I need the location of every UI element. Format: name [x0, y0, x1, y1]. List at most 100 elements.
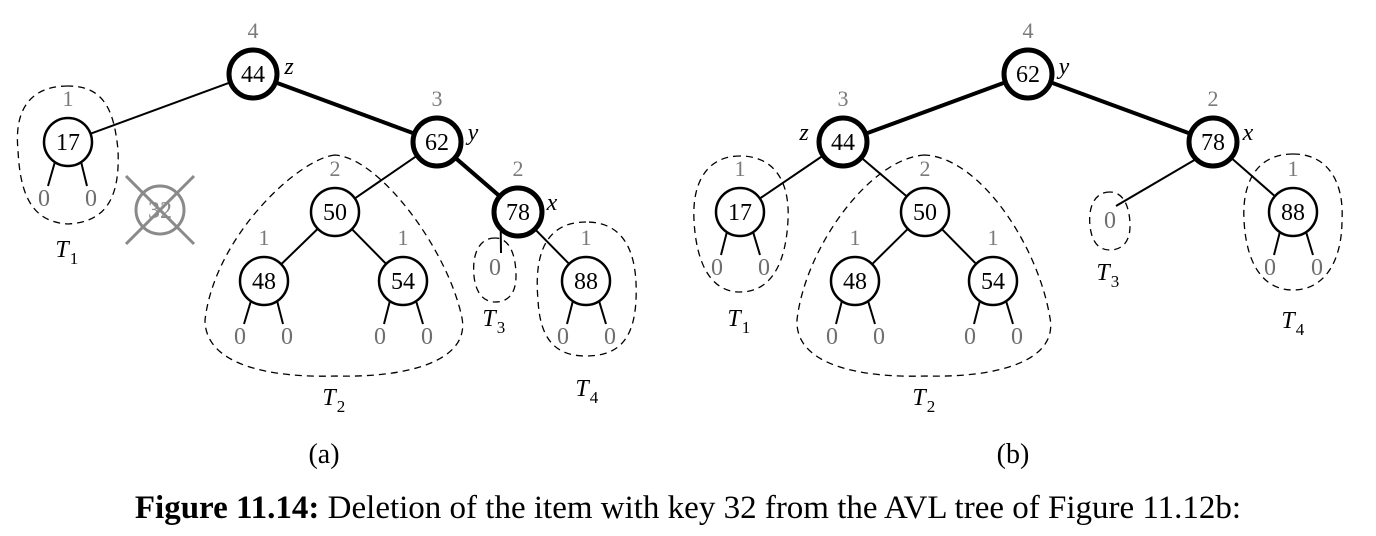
subtree-label-t1: T — [727, 306, 742, 332]
edge-to-leaf — [1115, 158, 1197, 207]
node-key-50: 50 — [913, 200, 937, 226]
node-tag-y: y — [1057, 54, 1070, 80]
node-key-50: 50 — [323, 200, 347, 226]
subtree-label-sub: 2 — [927, 397, 936, 416]
node-key-17: 17 — [56, 130, 80, 156]
edge-44-17 — [90, 81, 231, 135]
edge-50-48 — [280, 228, 319, 265]
leaf-height-label: 0 — [489, 255, 501, 281]
node-height-54: 1 — [398, 225, 409, 250]
node-height-62: 3 — [432, 86, 443, 111]
leaf-height-label: 0 — [1011, 324, 1023, 350]
edge-50-54 — [351, 228, 387, 265]
edge-to-leaf — [1273, 232, 1281, 256]
node-tag-x: x — [546, 190, 558, 216]
node-key-48: 48 — [843, 269, 867, 295]
node-62 — [410, 115, 464, 169]
deleted-node — [134, 184, 186, 236]
edge-44-62 — [274, 80, 416, 136]
subtree-outline-t3 — [472, 237, 517, 303]
avl-deletion-figure: 000000000444z171623y502782x48154188132T1… — [16, 18, 1343, 470]
subtree-outline-t2 — [204, 154, 464, 377]
leaf-height-label: 0 — [826, 324, 838, 350]
node-88 — [1267, 186, 1319, 238]
edge-to-leaf — [867, 301, 876, 325]
node-17 — [42, 116, 94, 168]
node-44 — [226, 47, 280, 101]
node-key-78: 78 — [1201, 130, 1225, 156]
edge-to-leaf — [973, 301, 981, 325]
edge-to-leaf — [243, 301, 252, 325]
panel-a-label: (a) — [308, 439, 339, 470]
edge-62-44 — [864, 80, 1007, 136]
node-height-17: 1 — [63, 86, 74, 111]
node-key-88: 88 — [1281, 200, 1305, 226]
node-key-44: 44 — [831, 130, 855, 156]
leaf-height-label: 0 — [758, 255, 770, 281]
subtree-outline-t3 — [1088, 191, 1131, 251]
subtree-label-sub: 1 — [70, 249, 79, 268]
node-height-17: 1 — [735, 156, 746, 181]
node-tag-z: z — [798, 120, 809, 146]
node-key-54: 54 — [391, 269, 415, 295]
node-height-88: 1 — [1288, 156, 1299, 181]
node-height-78: 2 — [513, 156, 524, 181]
edge-to-leaf — [1305, 232, 1314, 256]
node-key-54: 54 — [981, 269, 1005, 295]
subtree-label-t1: T — [55, 237, 70, 263]
figure-caption: Figure 11.14: Deletion of the item with … — [0, 490, 1376, 527]
subtree-label-t4: T — [1281, 308, 1296, 334]
edge-50-48 — [871, 228, 909, 265]
node-17 — [714, 186, 766, 238]
node-height-50: 2 — [920, 156, 931, 181]
edge-to-leaf — [276, 301, 284, 325]
edge-to-leaf — [752, 232, 761, 256]
node-44 — [816, 115, 870, 169]
leaf-height-label: 0 — [711, 255, 723, 281]
subtree-label-t2: T — [322, 385, 337, 411]
node-key-48: 48 — [252, 269, 276, 295]
leaf-height-label: 0 — [85, 186, 97, 212]
leaf-height-label: 0 — [1311, 255, 1323, 281]
edge-50-54 — [941, 228, 977, 265]
node-62 — [1001, 47, 1055, 101]
panel-a: 000000000444z171623y502782x48154188132T1… — [16, 18, 637, 470]
node-height-54: 1 — [988, 225, 999, 250]
edge-62-78 — [453, 156, 502, 198]
leaf-height-label: 0 — [964, 324, 976, 350]
node-54 — [377, 255, 429, 307]
delete-cross-stroke — [124, 174, 196, 246]
edge-to-leaf — [720, 232, 728, 256]
edge-to-leaf — [47, 162, 56, 187]
subtree-label-t2: T — [912, 385, 927, 411]
edge-to-leaf — [415, 301, 424, 325]
edge-62-78 — [1049, 80, 1192, 136]
edge-62-50 — [354, 154, 418, 200]
leaf-height-label: 0 — [38, 186, 50, 212]
node-88 — [560, 255, 612, 307]
edge-44-50 — [860, 156, 908, 198]
node-48 — [238, 255, 290, 307]
subtree-label-sub: 1 — [742, 318, 751, 337]
caption-text: Deletion of the item with key 32 from th… — [327, 490, 1242, 526]
leaf-height-label: 0 — [421, 324, 433, 350]
node-key-88: 88 — [574, 269, 598, 295]
node-tag-y: y — [466, 120, 479, 146]
node-height-88: 1 — [581, 225, 592, 250]
caption-label: Figure 11.14: — [134, 490, 320, 526]
leaf-height-label: 0 — [604, 324, 616, 350]
subtree-label-t4: T — [575, 376, 590, 402]
subtree-outline-t2 — [796, 154, 1052, 377]
node-tag-x: x — [1242, 120, 1254, 146]
node-height-48: 1 — [259, 225, 270, 250]
panel-b-label: (b) — [997, 439, 1030, 470]
subtree-outline-t4 — [536, 221, 637, 357]
node-key-17: 17 — [728, 200, 752, 226]
subtree-label-sub: 2 — [337, 397, 346, 416]
edge-78-88 — [1230, 157, 1276, 197]
node-height-44: 4 — [248, 18, 259, 43]
edge-44-17 — [759, 154, 824, 200]
node-key-78: 78 — [506, 200, 530, 226]
node-tag-z: z — [283, 54, 294, 80]
node-50 — [309, 186, 361, 238]
